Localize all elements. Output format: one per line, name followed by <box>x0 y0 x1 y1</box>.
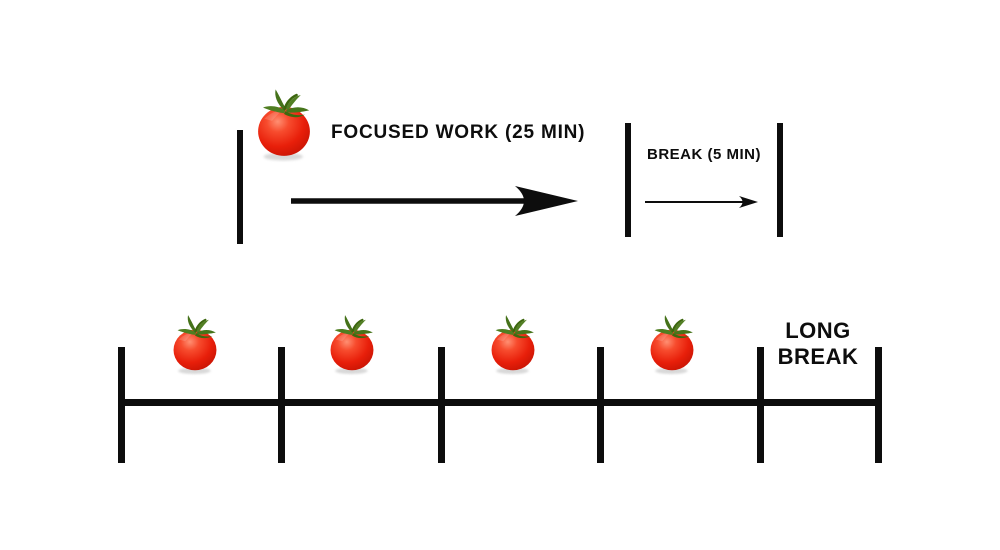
cycle-start-bar <box>237 130 243 244</box>
tomato-icon <box>323 310 381 376</box>
timeline-tick-2 <box>278 347 285 463</box>
long-break-label: LONG BREAK <box>777 318 859 369</box>
tomato-icon <box>249 82 319 164</box>
timeline-tick-4 <box>597 347 604 463</box>
break-start-bar <box>625 123 631 237</box>
timeline-tick-5 <box>757 347 764 463</box>
tomato-icon <box>484 310 542 376</box>
timeline-line <box>118 399 882 406</box>
timeline-tick-1 <box>118 347 125 463</box>
break-arrow-icon <box>645 194 758 210</box>
timeline-tick-6 <box>875 347 882 463</box>
tomato-icon <box>643 310 701 376</box>
focused-work-label: FOCUSED WORK (25 MIN) <box>331 122 586 143</box>
timeline-tick-3 <box>438 347 445 463</box>
break-end-bar <box>777 123 783 237</box>
focused-work-arrow-icon <box>291 185 578 217</box>
tomato-icon <box>166 310 224 376</box>
break-label: BREAK (5 MIN) <box>647 146 761 163</box>
